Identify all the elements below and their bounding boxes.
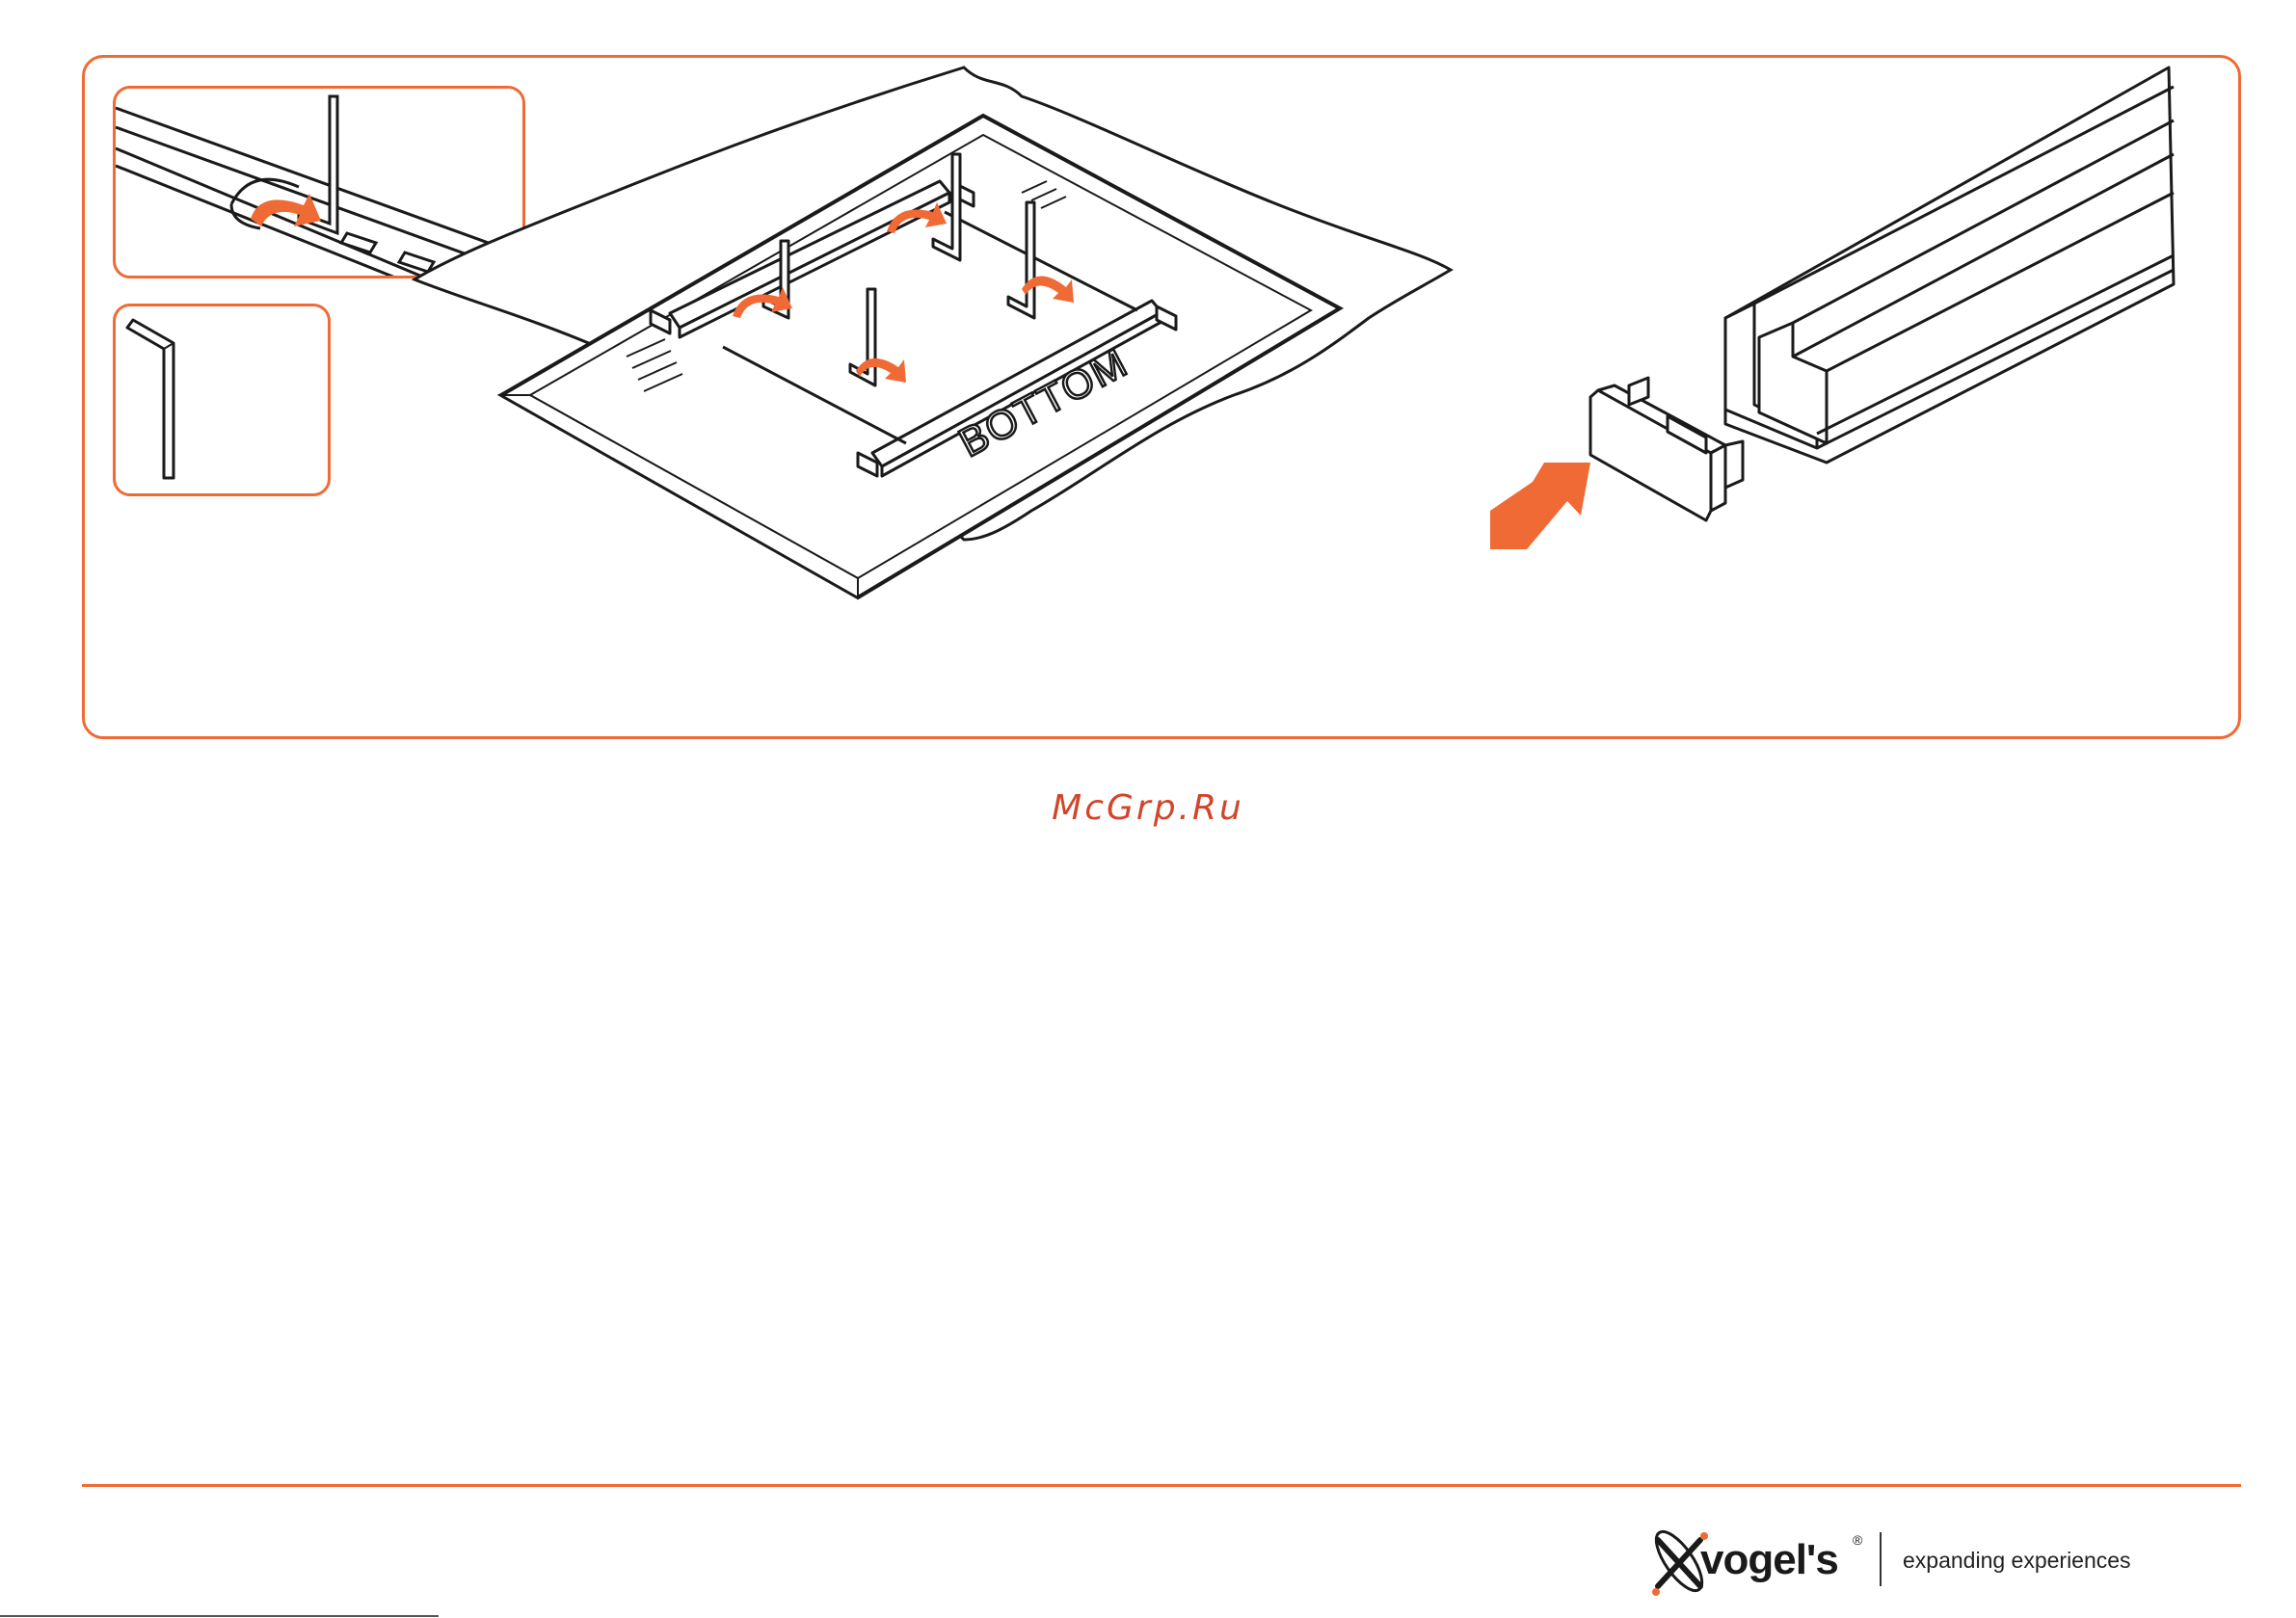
insert-arrow-icon bbox=[1490, 463, 1590, 549]
registered-mark: ® bbox=[1853, 1532, 1862, 1548]
brand-tagline: expanding experiences bbox=[1903, 1548, 2131, 1574]
tv-mounting-diagram: BOTTOM bbox=[405, 58, 1465, 675]
brand-name: vogel's bbox=[1700, 1536, 1838, 1584]
watermark-text: McGrp.Ru bbox=[0, 788, 2296, 828]
hex-key-inset bbox=[113, 304, 331, 496]
brand-divider bbox=[1880, 1532, 1882, 1586]
footer-divider bbox=[82, 1484, 2241, 1487]
brand-block: vogel's ® expanding experiences bbox=[1650, 1523, 2151, 1600]
hex-key-icon bbox=[116, 306, 331, 496]
end-cap-diagram bbox=[1484, 58, 2188, 559]
page-edge-rule bbox=[0, 1615, 439, 1617]
brand-logo-swoosh-icon bbox=[1650, 1523, 1708, 1600]
